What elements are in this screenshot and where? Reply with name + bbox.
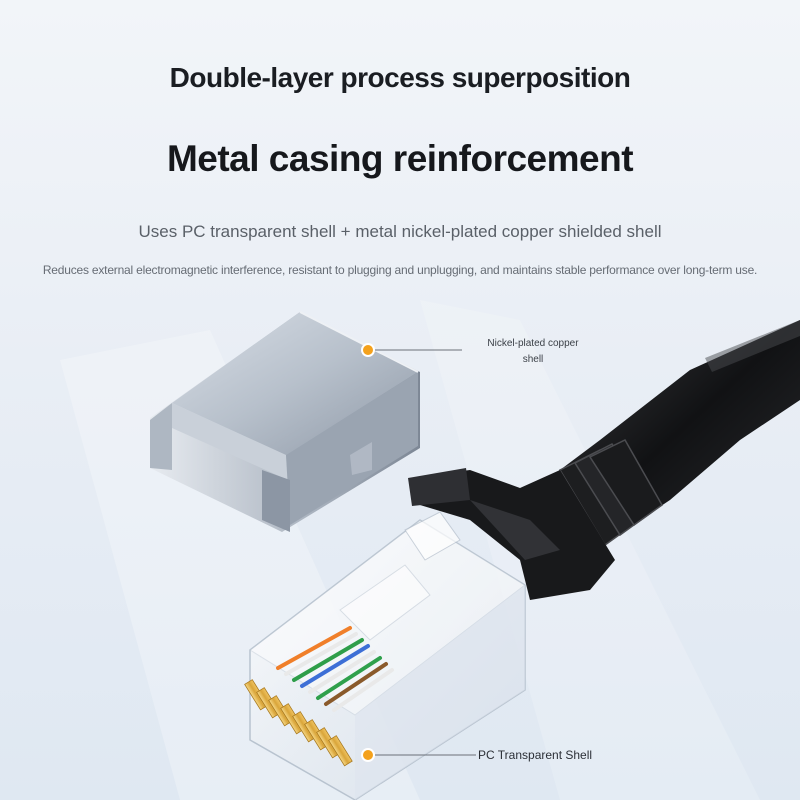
headline-secondary: Double-layer process superposition	[169, 62, 631, 93]
copper-shell-label: Nickel-plated copper shell	[478, 336, 588, 368]
description: Reduces external electromagnetic interfe…	[42, 263, 758, 277]
pc-shell-label: PC Transparent Shell	[478, 748, 593, 762]
headline-primary: Metal casing reinforcement	[166, 138, 634, 179]
pc-callout-marker	[361, 748, 375, 762]
copper-shell-label-line2: shell	[522, 354, 544, 365]
copper-callout-marker	[361, 343, 375, 357]
copper-shell-label-line1: Nickel-plated copper	[487, 338, 579, 349]
subtitle: Uses PC transparent shell + metal nickel…	[138, 222, 662, 241]
